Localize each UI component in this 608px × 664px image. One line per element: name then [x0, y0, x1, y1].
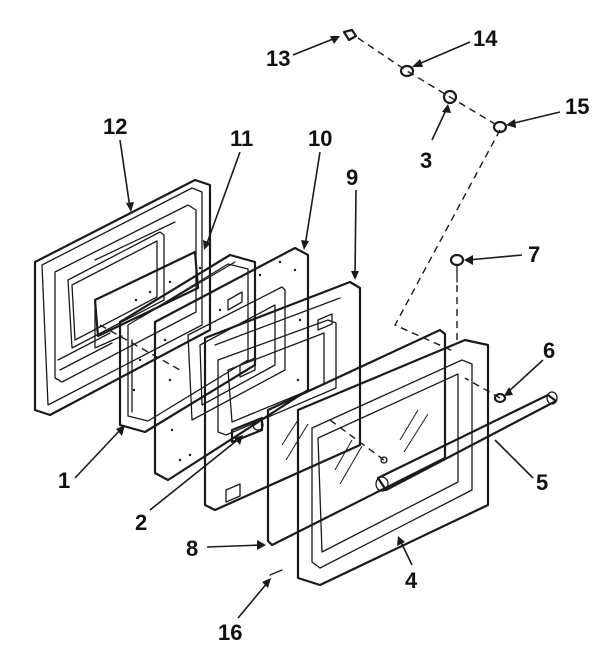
part-2-bracket: [230, 416, 264, 444]
callout-labels: 13 14 3 15 7 6 5 4 8 2 1 9 10 11 12 16: [58, 26, 589, 645]
callout-4: 4: [405, 568, 418, 593]
part-15-washer: [492, 120, 508, 134]
callout-8: 8: [186, 536, 198, 561]
callout-10: 10: [308, 126, 332, 151]
leader-lines: [74, 36, 561, 619]
callout-1: 1: [58, 468, 70, 493]
callout-7: 7: [528, 242, 540, 267]
part-4-outer-frame: [296, 338, 490, 587]
callout-12: 12: [103, 114, 127, 139]
callout-13: 13: [266, 46, 290, 71]
callout-5: 5: [536, 470, 548, 495]
callout-16: 16: [218, 620, 242, 645]
callout-14: 14: [473, 26, 498, 51]
callout-11: 11: [230, 126, 253, 151]
callout-9: 9: [346, 165, 358, 190]
part-5-handle: [375, 391, 558, 492]
callout-6: 6: [543, 338, 555, 363]
part-16-clip: [269, 569, 283, 576]
part-9-inner-panel: [203, 280, 362, 512]
part-11-insulation: [93, 250, 200, 349]
part-8-door-glass: [266, 328, 447, 547]
part-13-screw: [342, 28, 358, 42]
callout-3: 3: [420, 148, 432, 173]
part-12-outer-panel: [33, 178, 212, 417]
part-3-screw: [442, 89, 458, 105]
assembly-lines: [99, 37, 501, 461]
part-6-screw: [493, 392, 507, 404]
part-1-inner-frame: [118, 253, 257, 434]
callout-15: 15: [565, 94, 589, 119]
part-7-screw: [449, 253, 465, 283]
part-14-washer: [399, 64, 415, 78]
callout-2: 2: [135, 510, 147, 535]
